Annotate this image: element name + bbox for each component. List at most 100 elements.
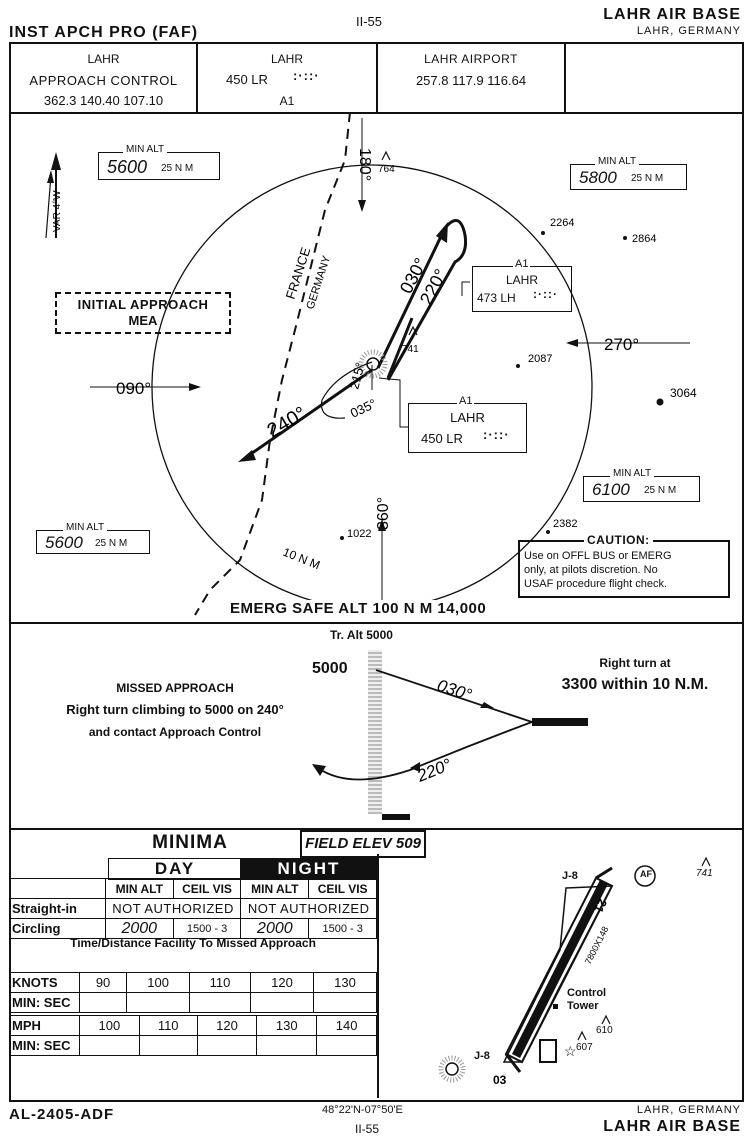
straight-day-value: NOT AUTHORIZED	[104, 898, 242, 919]
caution-line-2: only, at pilots discretion. No	[524, 564, 658, 576]
fix-lr-name: LAHR	[450, 410, 485, 425]
caution-title: CAUTION:	[584, 533, 653, 547]
radial-180-arrow-icon	[358, 200, 366, 212]
approach-service: APPROACH CONTROL	[29, 73, 178, 88]
spot-2382-icon	[546, 530, 550, 534]
inbound-track	[386, 317, 414, 379]
approach-name: LAHR	[87, 52, 120, 66]
time-cell	[316, 1035, 377, 1056]
spot-2264-icon	[541, 231, 545, 235]
min-sec-label: MIN: SEC	[9, 992, 80, 1013]
north-arrowhead-icon	[51, 152, 61, 170]
j8-top-label: J-8	[562, 870, 578, 882]
caution-line-3: USAF procedure flight check.	[524, 578, 668, 590]
profile-outbound-line	[375, 669, 533, 723]
right-turn-line-1: Right turn at	[599, 656, 671, 670]
elev-2264-label: 2264	[550, 217, 574, 229]
mph-table: MPH 100 110 120 130 140 MIN: SEC	[9, 1015, 377, 1056]
beacon-morse-icon: :·::·	[293, 68, 320, 83]
elev-2382-label: 2382	[553, 518, 577, 530]
control-tower-label: Control Tower	[567, 987, 607, 1012]
elev-741-label: 741	[402, 344, 419, 355]
page-code-top: II-55	[356, 14, 383, 29]
obstacle-764-icon	[381, 150, 391, 161]
beacon-star-icon: ☆	[564, 1043, 577, 1059]
fix-lr-freq: 450 LR	[421, 431, 463, 446]
variation-label: VAR 4°W	[52, 190, 63, 232]
knots-value: 90	[78, 972, 128, 993]
circ-day-alt: 2000	[104, 918, 174, 939]
spot-2864-icon	[623, 236, 627, 240]
msa-label-sw: MIN ALT	[63, 522, 108, 533]
msa-alt-ne: 5800	[579, 168, 617, 187]
emerg-safe-alt: EMERG SAFE ALT 100 N M 14,000	[226, 600, 491, 617]
msa-alt-se: 6100	[592, 480, 630, 499]
transition-altitude-bar	[368, 650, 382, 814]
procedure-turn	[320, 361, 373, 419]
minima-section	[9, 828, 744, 1102]
day-min-alt-header: MIN ALT	[104, 878, 174, 899]
elev-2864-label: 2864	[632, 233, 656, 245]
night-min-alt-header: MIN ALT	[240, 878, 310, 899]
profile-outbound-arrow-icon	[480, 702, 494, 708]
location-bottom: LAHR, GERMANY	[636, 1104, 741, 1116]
runway-03-label: 03	[493, 1073, 507, 1087]
outbound-240-track	[244, 368, 373, 460]
fix-lh-id: A1	[513, 258, 531, 270]
af-circle-icon	[634, 865, 656, 887]
knots-value: 130	[312, 972, 378, 993]
elev-610-label: 610	[596, 1025, 613, 1036]
magnetic-arrowhead-icon	[47, 170, 54, 183]
circ-day-ceil-vis: 1500 - 3	[172, 918, 242, 939]
msa-box-ne: MIN ALT 5800 25 N M	[570, 156, 687, 190]
msa-dist-nw: 25 N M	[161, 163, 194, 174]
knots-value: 110	[189, 972, 251, 993]
profile-inbound-arrow-icon	[410, 762, 420, 772]
msa-dist-se: 25 N M	[644, 485, 677, 496]
j8-bottom-label: J-8	[474, 1050, 490, 1062]
msa-box-nw: MIN ALT 5600 25 N M	[98, 144, 220, 180]
outbound-240-arrow-icon	[238, 450, 256, 462]
fix-lr-box: A1 LAHR 450 LR :·::·	[408, 395, 527, 453]
elev-2087-label: 2087	[528, 353, 552, 365]
minima-straight-row: Straight-in NOT AUTHORIZED NOT AUTHORIZE…	[9, 898, 377, 919]
facility-marker	[382, 814, 410, 820]
lh-box-connector	[461, 281, 470, 296]
holding-pattern	[376, 219, 467, 381]
msa-box-se: MIN ALT 6100 25 N M	[583, 468, 700, 502]
radial-270-arrow-icon	[566, 339, 578, 347]
mea-label: MEA	[128, 313, 158, 328]
minima-table: MIN ALT CEIL VIS MIN ALT CEIL VIS Straig…	[9, 878, 377, 939]
comms-divider-1	[196, 44, 198, 112]
obstacle-center-icon	[577, 1030, 587, 1041]
msa-alt-sw: 5600	[45, 533, 83, 552]
control-tower-icon	[553, 1004, 558, 1009]
radial-360-label: 360°	[375, 497, 392, 530]
time-cell	[312, 992, 378, 1013]
ndb-dots-icon	[358, 349, 388, 379]
runway-21-label: 21	[591, 897, 610, 916]
knots-time-row: MIN: SEC	[9, 992, 378, 1013]
msa-dist-ne: 25 N M	[631, 173, 664, 184]
coordinates: 48°22'N-07°50'E	[322, 1104, 403, 1116]
airfield-name-bottom: LAHR AIR BASE	[603, 1118, 741, 1135]
initial-approach-box: INITIAL APPROACH MEA	[55, 292, 231, 334]
fix-lh-freq: 473 LH	[477, 291, 516, 305]
beacon-ident: A1	[279, 94, 295, 108]
fix-lr-morse-icon: :·::·	[483, 427, 510, 442]
missed-approach-line-2: and contact Approach Control	[88, 725, 262, 739]
page-code-bottom: II-55	[355, 1122, 380, 1136]
night-header: NIGHT	[240, 858, 378, 880]
radial-360-arrow-icon	[378, 519, 386, 531]
transition-alt-label: Tr. Alt 5000	[330, 628, 393, 642]
comms-divider-2	[376, 44, 378, 112]
elev-607-label: 607	[576, 1042, 593, 1053]
radial-270-label: 270°	[604, 335, 639, 354]
obstacle-741-icon	[408, 325, 418, 336]
radial-090-label: 090°	[116, 379, 151, 398]
chart-title: INST APCH PRO (FAF)	[9, 24, 199, 41]
lr-box-connector	[378, 377, 408, 428]
time-cell	[126, 992, 191, 1013]
